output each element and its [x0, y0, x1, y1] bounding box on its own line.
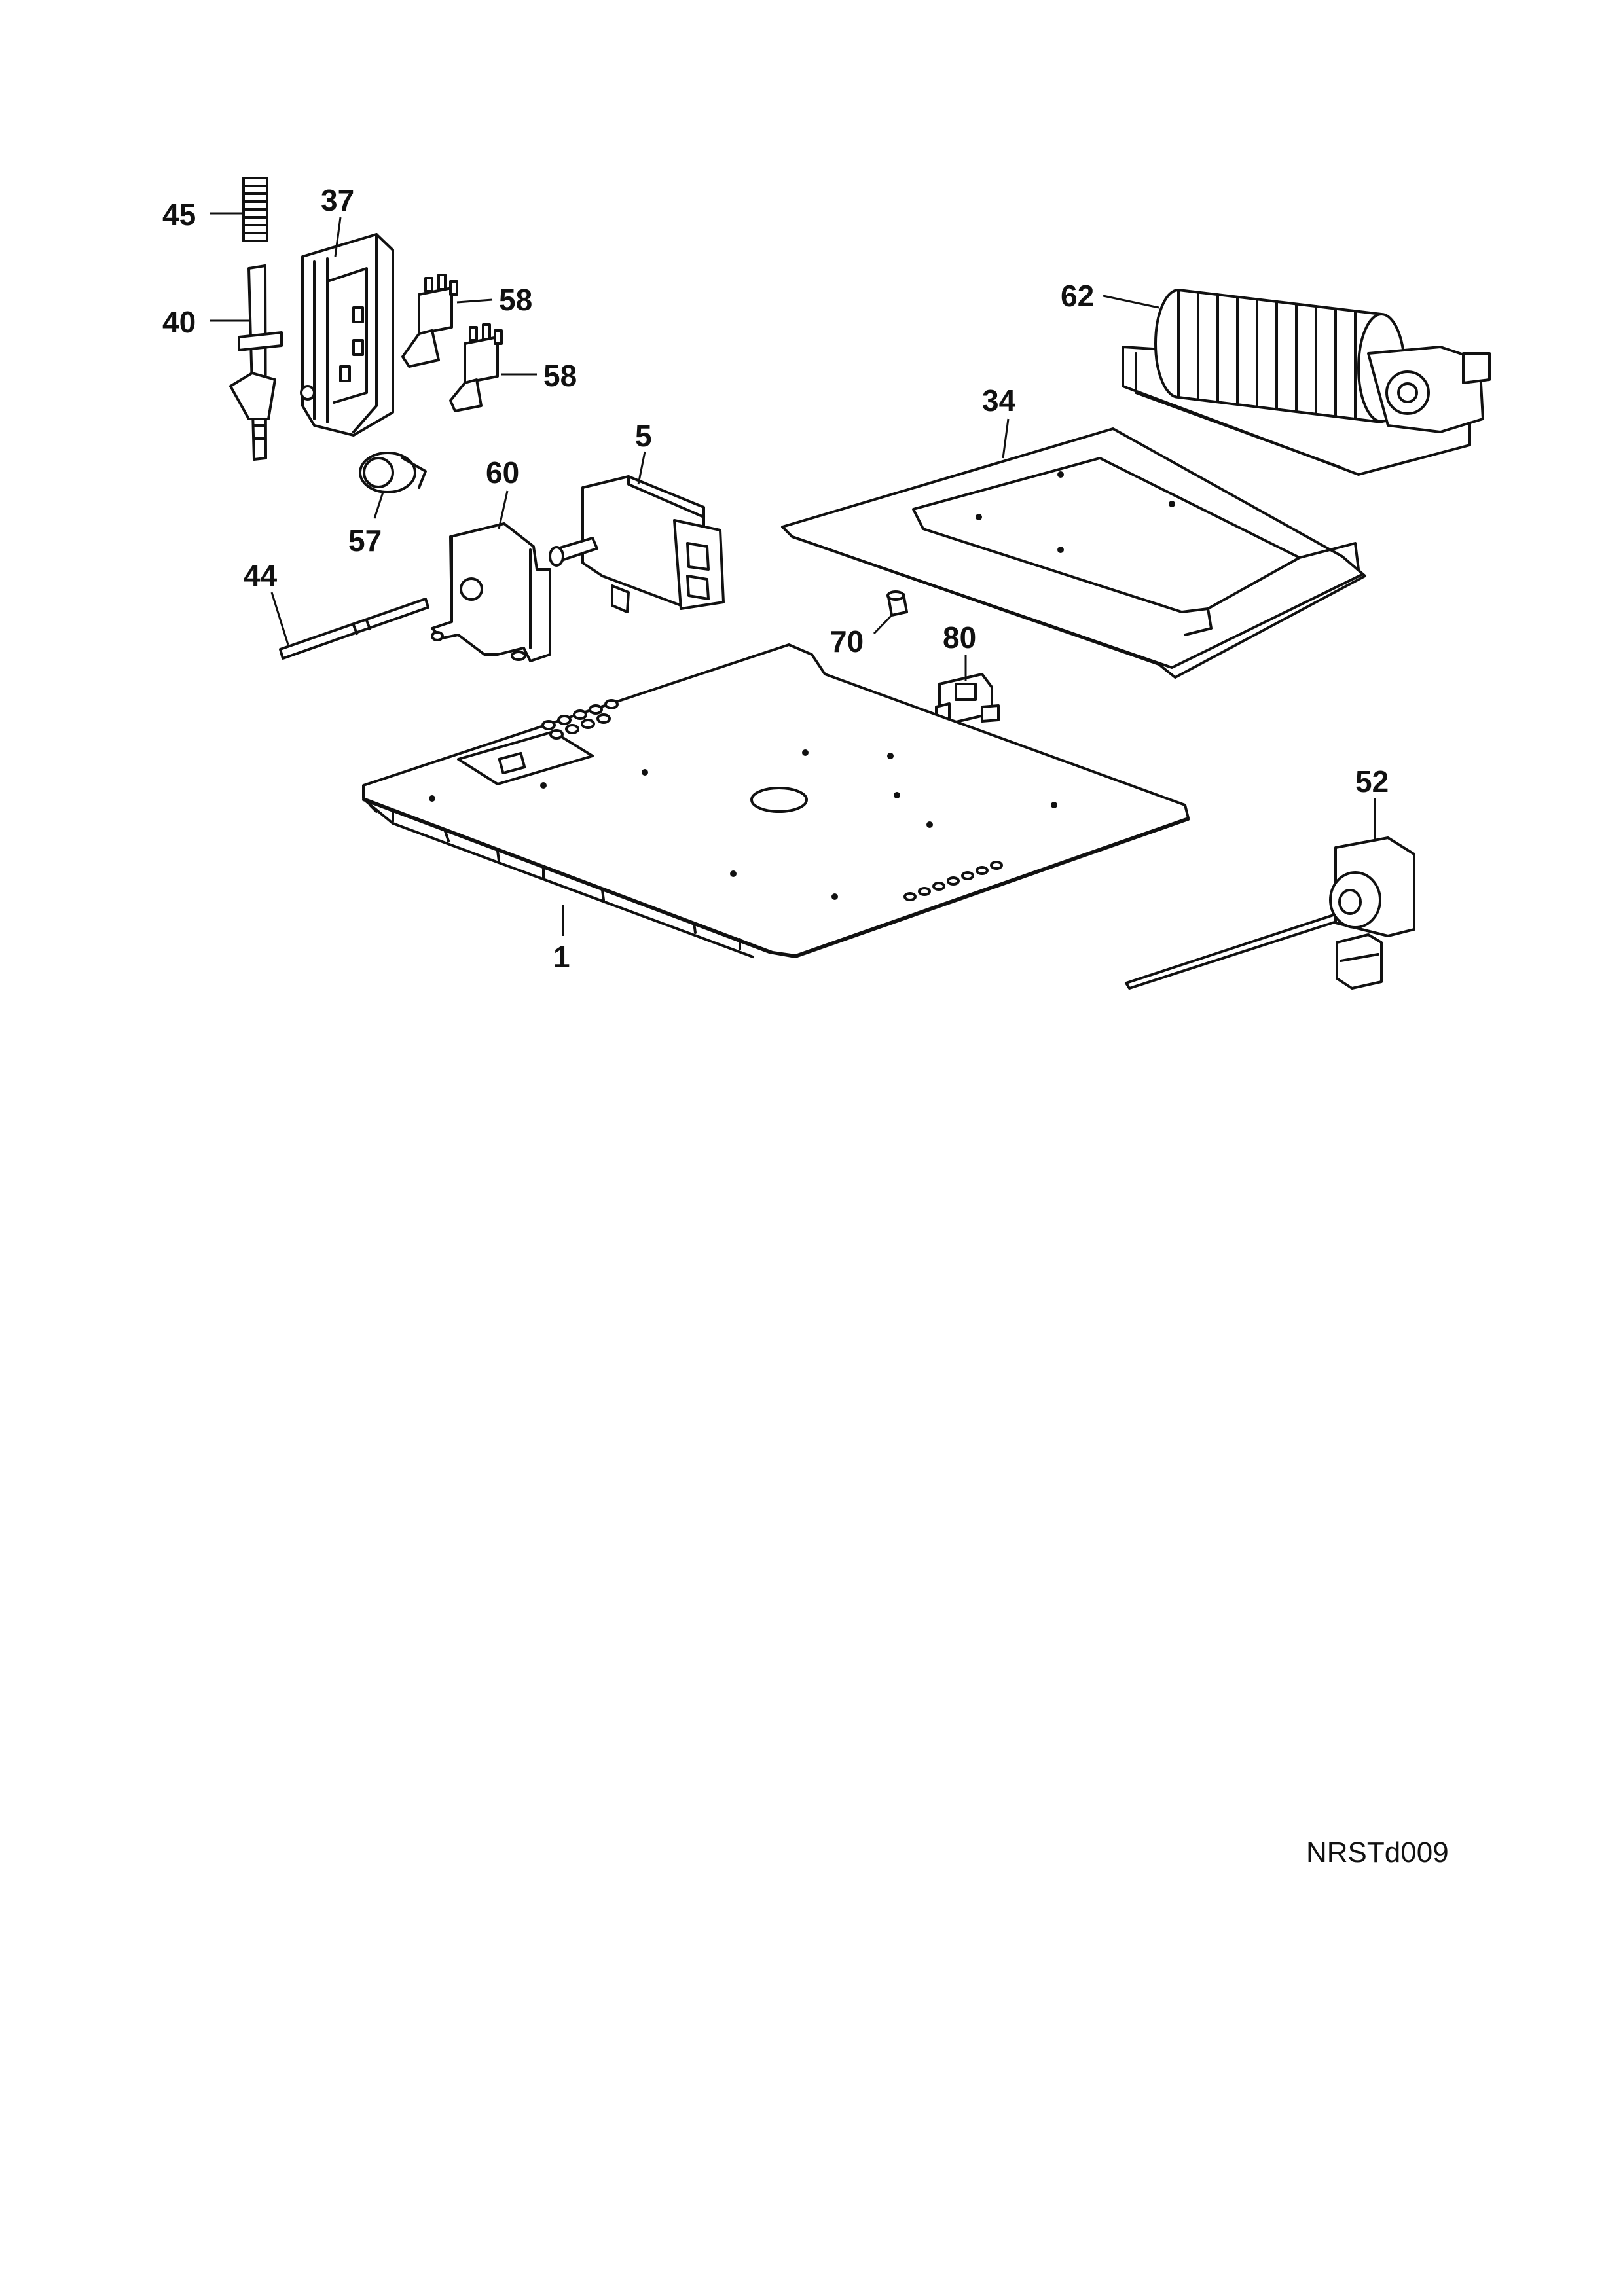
part-40-rod[interactable] — [229, 264, 283, 461]
base-panel-holes — [429, 699, 1057, 901]
leader-57 — [373, 492, 384, 519]
leader-58a — [456, 298, 493, 304]
diagram-code: NRSTd009 — [1306, 1837, 1449, 1869]
part-34-cover[interactable] — [781, 427, 1366, 679]
label-52: 52 — [1355, 764, 1389, 798]
label-45: 45 — [162, 198, 196, 232]
label-58a: 58 — [499, 283, 532, 317]
label-58b: 58 — [543, 359, 577, 393]
part-45-spring[interactable] — [242, 177, 268, 242]
part-57-lamp-holder[interactable] — [359, 452, 427, 493]
label-40: 40 — [162, 305, 196, 339]
part-70-lamp[interactable] — [886, 590, 908, 617]
label-70: 70 — [830, 624, 864, 658]
leader-60 — [498, 490, 509, 529]
leader-37 — [334, 217, 342, 257]
leader-70 — [873, 614, 893, 635]
part-1-base-panel[interactable] — [362, 643, 1190, 958]
label-37: 37 — [321, 183, 354, 217]
part-44-shaft[interactable] — [279, 598, 429, 660]
part-52-motor[interactable] — [1125, 836, 1415, 990]
leader-44 — [270, 592, 289, 645]
part-80-thermostat[interactable] — [935, 673, 1000, 725]
part-60-mounting-plate[interactable] — [431, 522, 551, 662]
leader-5 — [637, 451, 646, 485]
leader-34 — [1002, 418, 1010, 459]
part-58-microswitch-lower[interactable] — [449, 323, 503, 412]
label-44: 44 — [244, 558, 278, 592]
label-34: 34 — [982, 384, 1016, 418]
part-58-microswitch-upper[interactable] — [401, 274, 458, 368]
part-37-bracket[interactable] — [300, 233, 394, 437]
label-60: 60 — [486, 456, 519, 490]
part-5-switch-block[interactable] — [549, 475, 725, 613]
label-62: 62 — [1061, 279, 1094, 313]
label-1: 1 — [553, 940, 570, 974]
part-62-tangential-fan[interactable] — [1122, 289, 1491, 476]
label-5: 5 — [635, 419, 652, 453]
label-57: 57 — [348, 524, 382, 558]
leader-62 — [1103, 295, 1159, 309]
label-80: 80 — [943, 620, 976, 655]
